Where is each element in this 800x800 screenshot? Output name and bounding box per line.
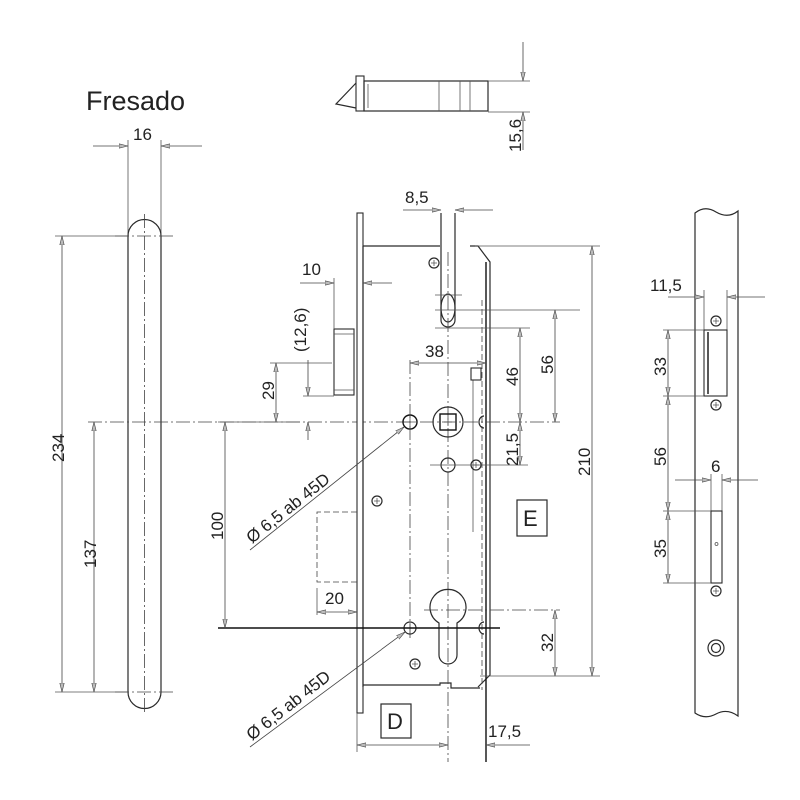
dim-latch-width-10: 10 — [302, 260, 321, 279]
dim-latch-slot-8-5: 8,5 — [405, 188, 429, 207]
dim-56: 56 — [538, 355, 557, 374]
dim-strike-width-11-5: 11,5 — [650, 276, 682, 295]
dim-recess-20: 20 — [325, 589, 344, 608]
dim-length-234: 234 — [49, 434, 68, 462]
dim-backset-38: 38 — [425, 342, 444, 361]
dim-latch-opening-33: 33 — [651, 357, 670, 376]
dim-spacing-56: 56 — [651, 447, 670, 466]
dim-hole-spacing-100: 100 — [208, 512, 227, 540]
hole-note-lower: Ø 6,5 ab 45D — [243, 667, 334, 744]
label-d: D — [387, 709, 403, 734]
screw-icon — [710, 399, 722, 411]
dim-bolt-width-6: 6 — [711, 457, 720, 476]
dim-latch-offset-12-6: (12,6) — [291, 308, 310, 352]
screw-icon — [428, 257, 440, 269]
dim-32: 32 — [538, 633, 557, 652]
dim-17-5: 17,5 — [488, 722, 521, 741]
screw-icon — [710, 585, 722, 597]
dim-width-16: 16 — [133, 125, 152, 144]
view-title: Fresado — [86, 86, 185, 116]
dim-21-5: 21,5 — [503, 433, 522, 466]
lock-body-view: 8,5 10 (12,6) 29 38 — [208, 188, 600, 762]
dim-total-height-210: 210 — [575, 448, 594, 476]
screw-icon — [371, 495, 383, 507]
strike-plate-view: 11,5 33 56 6 35 — [650, 208, 765, 718]
screw-icon — [409, 658, 421, 670]
dim-latch-height-29: 29 — [259, 381, 278, 400]
faceplate-milling-view: Fresado 16 234 137 — [49, 86, 410, 712]
lock-top-view: 15,6 — [334, 42, 530, 152]
dim-thickness-15-6: 15,6 — [506, 119, 525, 152]
dim-46: 46 — [503, 367, 522, 386]
dim-length-137: 137 — [81, 540, 100, 568]
dim-bolt-opening-35: 35 — [651, 539, 670, 558]
label-e: E — [523, 506, 538, 531]
screw-icon — [710, 315, 722, 327]
hole-note-upper: Ø 6,5 ab 45D — [243, 469, 334, 547]
